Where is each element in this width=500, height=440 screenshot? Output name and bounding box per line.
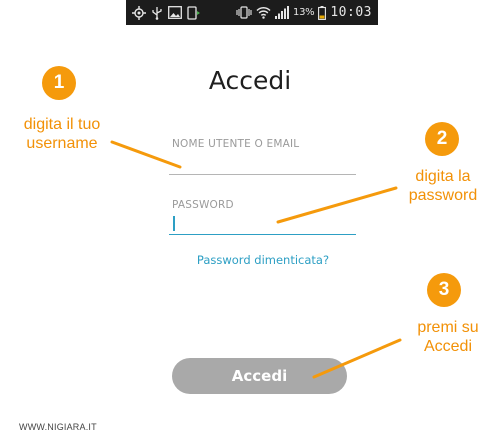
password-input[interactable] bbox=[170, 214, 356, 234]
battery-percent: 13% bbox=[293, 7, 315, 18]
step-3-line1: premi su bbox=[417, 319, 479, 336]
status-time: 10:03 bbox=[330, 5, 372, 20]
step-3-hint: premi su Accedi bbox=[400, 318, 496, 356]
step-1-line1: digita il tuo bbox=[23, 116, 101, 133]
step-1-badge: 1 bbox=[42, 66, 76, 100]
forgot-password-link[interactable]: Password dimenticata? bbox=[196, 253, 330, 267]
step-2-line2: password bbox=[408, 187, 478, 204]
step-3-badge: 3 bbox=[427, 273, 461, 307]
vibrate-icon bbox=[236, 6, 252, 19]
watermark: WWW.NIGIARA.IT bbox=[19, 422, 97, 432]
step-1-line2: username bbox=[26, 135, 98, 152]
username-label: NOME UTENTE O EMAIL bbox=[172, 138, 300, 150]
login-button[interactable]: Accedi bbox=[172, 358, 347, 394]
usb-icon bbox=[152, 6, 162, 20]
username-input[interactable] bbox=[170, 154, 356, 174]
username-underline bbox=[169, 174, 356, 175]
wifi-icon bbox=[256, 6, 271, 19]
password-label: PASSWORD bbox=[172, 199, 234, 211]
notification-icon bbox=[187, 5, 200, 20]
step-2-badge: 2 bbox=[425, 122, 459, 156]
step-3-line2: Accedi bbox=[423, 338, 473, 355]
step-2-line1: digita la bbox=[415, 168, 471, 185]
page-title: Accedi bbox=[208, 66, 292, 95]
image-icon bbox=[168, 6, 182, 19]
signal-icon bbox=[275, 6, 290, 19]
text-cursor bbox=[173, 216, 175, 231]
battery-icon bbox=[318, 5, 327, 20]
status-bar: 13% 10:03 bbox=[126, 0, 378, 25]
step-2-hint: digita la password bbox=[396, 167, 490, 205]
password-underline bbox=[169, 234, 356, 235]
gps-icon bbox=[132, 5, 146, 20]
step-1-hint: digita il tuo username bbox=[10, 115, 114, 153]
